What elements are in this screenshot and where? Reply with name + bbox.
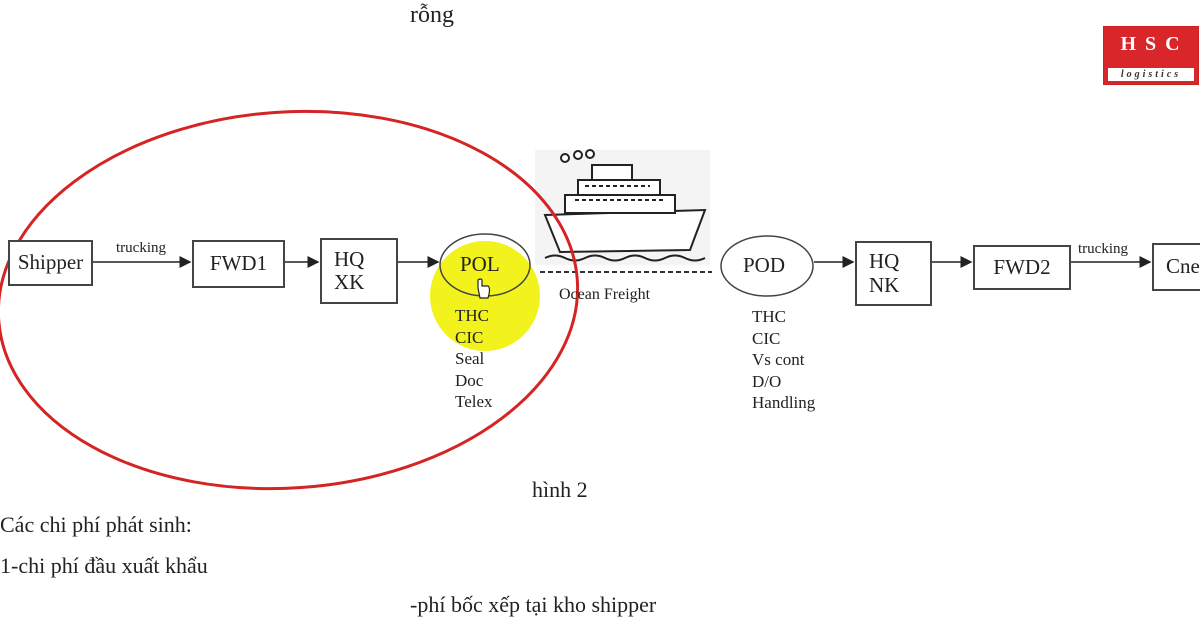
cost-item: Seal [455, 349, 485, 368]
pod-cost-list: THC CIC Vs cont D/O Handling [752, 306, 815, 414]
figure-caption: hình 2 [532, 477, 588, 502]
node-pod: POD [743, 253, 786, 277]
red-annotation-circle [0, 109, 580, 491]
logo-brand: H S C [1120, 33, 1182, 55]
cost-item: CIC [455, 327, 484, 347]
cost-item: Handling [752, 393, 816, 412]
node-pol: POL [460, 252, 500, 276]
body-line: -phí bốc xếp tại kho shipper [410, 592, 657, 617]
node-line: HQ [869, 249, 900, 274]
cost-item: THC [455, 306, 489, 325]
top-text: rỗng [410, 2, 454, 28]
hsc-logo: H S C logistics [1103, 26, 1199, 85]
edge-label-ocean-freight: Ocean Freight [559, 286, 651, 303]
edge-label-trucking: trucking [116, 240, 166, 256]
node-shipper: Shipper [8, 240, 93, 286]
edge-label-trucking: trucking [1078, 241, 1128, 257]
ship-icon [535, 149, 710, 265]
cost-item: CIC [752, 328, 781, 348]
cost-item: Telex [455, 392, 493, 411]
node-line: NK [869, 272, 900, 297]
body-line: Các chi phí phát sinh: [0, 512, 192, 537]
node-fwd2: FWD2 [973, 245, 1071, 290]
pod-node-shape [720, 235, 814, 297]
node-line: XK [334, 270, 365, 294]
cost-item: THC [752, 307, 786, 326]
node-cne: Cne [1152, 243, 1200, 291]
hand-cursor-icon [477, 278, 491, 299]
node-line: HQ [334, 246, 365, 271]
cost-item: Doc [455, 370, 484, 390]
logo-sub: logistics [1108, 68, 1194, 81]
pol-cost-list: THC CIC Seal Doc Telex [455, 305, 493, 413]
cost-item: D/O [752, 371, 782, 391]
body-line: 1-chi phí đầu xuất khẩu [0, 553, 208, 578]
cost-item: Vs cont [752, 350, 805, 369]
node-fwd1: FWD1 [192, 240, 285, 288]
